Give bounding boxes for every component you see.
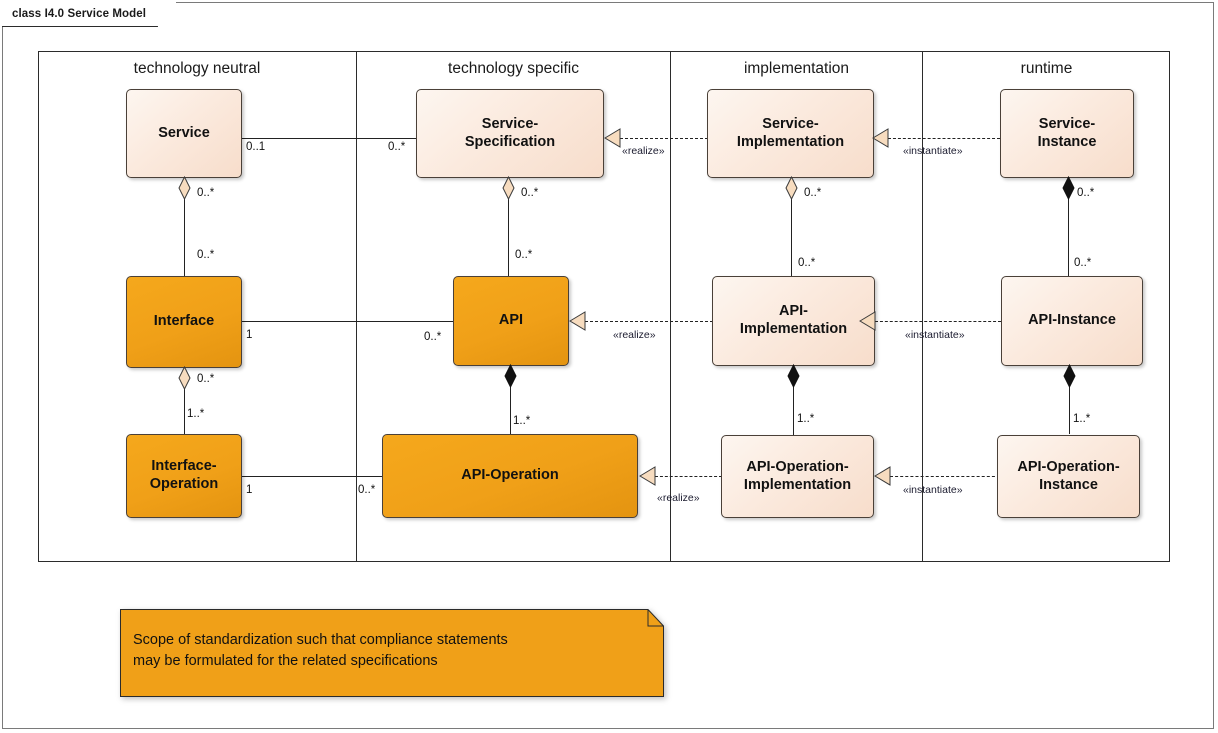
stereotype-realize-apiop: «realize»	[657, 492, 700, 504]
mult-apiimpl-comp-bottom: 1..*	[797, 413, 815, 425]
composition-diamond-api-instance	[1063, 364, 1076, 388]
class-api-operation[interactable]: API-Operation	[382, 434, 638, 518]
class-api[interactable]: API	[453, 276, 569, 366]
lane-title-technology-neutral: technology neutral	[133, 60, 261, 77]
mult-interface-to-operation: 1	[246, 329, 253, 341]
composition-diamond-service-instance	[1062, 176, 1075, 200]
note-text: Scope of standardization such that compl…	[133, 632, 508, 670]
realization-arrowhead-apiop	[639, 466, 656, 486]
composition-diamond-api	[504, 364, 517, 388]
assoc-service-spec	[242, 138, 416, 139]
realization-arrowhead-service	[604, 128, 621, 148]
note-shape	[120, 609, 664, 697]
mult-interface-agg-bottom: 0..*	[197, 373, 215, 385]
mult-api-to-operation: 0..*	[424, 331, 442, 343]
comp-line-api-apiop	[510, 366, 511, 434]
lane-divider-3	[922, 51, 923, 562]
agg-line-interface-intop	[184, 368, 185, 434]
aggregation-diamond-spec	[502, 176, 515, 200]
comp-line-svcinst-apiinst	[1068, 178, 1069, 276]
diagram-title: class I4.0 Service Model	[2, 2, 177, 26]
agg-line-svcimpl-apiimpl	[791, 178, 792, 276]
stereotype-instantiate-apiop: «instantiate»	[903, 484, 963, 496]
class-service[interactable]: Service	[126, 89, 242, 178]
mult-intop-to-apiop: 1	[246, 484, 253, 496]
realize-line-apiop	[655, 476, 722, 477]
lane-divider-2	[670, 51, 671, 562]
class-service-implementation[interactable]: Service-Implementation	[707, 89, 874, 178]
instantiate-arrowhead-service	[872, 128, 889, 148]
lane-title-technology-specific: technology specific	[448, 60, 579, 77]
class-api-implementation[interactable]: API-Implementation	[712, 276, 875, 366]
class-service-specification[interactable]: Service-Specification	[416, 89, 604, 178]
instantiate-line-api	[875, 321, 1001, 322]
realize-line-service	[620, 138, 708, 139]
class-api-operation-implementation[interactable]: API-Operation-Implementation	[721, 435, 874, 518]
mult-spec-to-service: 0..*	[388, 141, 406, 153]
mult-service-agg-top: 0..*	[197, 187, 215, 199]
composition-diamond-api-implementation	[787, 364, 800, 388]
mult-apiop-to-intop: 0..*	[358, 484, 376, 496]
lane-title-implementation: implementation	[743, 60, 850, 77]
aggregation-diamond-service-implementation	[785, 176, 798, 200]
mult-interface-end: 0..*	[197, 249, 215, 261]
mult-svcinst-agg-top: 0..*	[1077, 187, 1095, 199]
class-api-operation-instance[interactable]: API-Operation-Instance	[997, 435, 1140, 518]
realize-line-api	[585, 321, 713, 322]
mult-interface-operation-end: 1..*	[187, 408, 205, 420]
comp-line-apiimpl-apiopimpl	[793, 366, 794, 435]
class-interface[interactable]: Interface	[126, 276, 242, 368]
mult-api-comp-bottom: 1..*	[513, 415, 531, 427]
assoc-intop-apiop	[242, 476, 383, 477]
class-interface-operation[interactable]: Interface-Operation	[126, 434, 242, 518]
stereotype-instantiate-service: «instantiate»	[903, 145, 963, 157]
mult-apiimpl-end: 0..*	[798, 257, 816, 269]
mult-apiinst-comp-bottom: 1..*	[1073, 413, 1091, 425]
assoc-interface-api	[242, 321, 453, 322]
lane-divider-1	[356, 51, 357, 562]
aggregation-diamond-interface	[178, 366, 191, 390]
mult-service-to-spec: 0..1	[246, 141, 266, 153]
lane-title-runtime: runtime	[1020, 60, 1073, 77]
swimlane-container	[38, 51, 1170, 562]
instantiate-arrowhead-apiop	[874, 466, 891, 486]
instantiate-line-apiop	[890, 476, 1000, 477]
mult-apiinst-end: 0..*	[1074, 257, 1092, 269]
instantiate-arrowhead-api	[859, 311, 876, 331]
comp-line-apiinst-apiopinst	[1069, 366, 1070, 434]
mult-api-end: 0..*	[515, 249, 533, 261]
mult-spec-agg-top: 0..*	[521, 187, 539, 199]
realization-arrowhead-api	[569, 311, 586, 331]
stereotype-realize-api: «realize»	[613, 329, 656, 341]
stereotype-realize-service: «realize»	[622, 145, 665, 157]
agg-line-service-interface	[184, 178, 185, 276]
agg-line-spec-api	[508, 178, 509, 276]
mult-svcimpl-agg-top: 0..*	[804, 187, 822, 199]
class-api-instance[interactable]: API-Instance	[1001, 276, 1143, 366]
aggregation-diamond-service	[178, 176, 191, 200]
class-service-instance[interactable]: Service-Instance	[1000, 89, 1134, 178]
stereotype-instantiate-api: «instantiate»	[905, 329, 965, 341]
instantiate-line-service	[888, 138, 1000, 139]
